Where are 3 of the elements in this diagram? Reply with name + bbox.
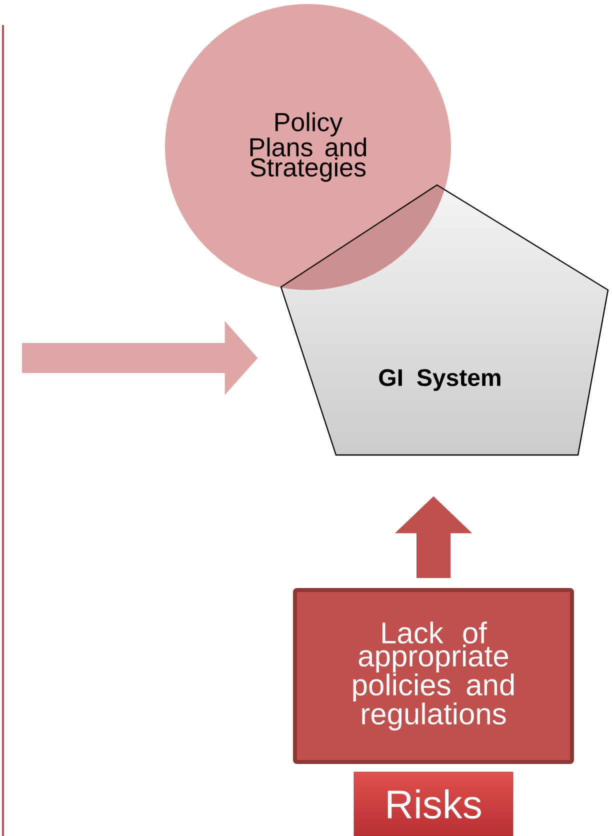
risk-box: Lack of appropriate policies and regulations [293,588,574,764]
gi-system-pentagon: GI System [280,184,609,456]
risks-label-box: Risks [354,772,514,836]
